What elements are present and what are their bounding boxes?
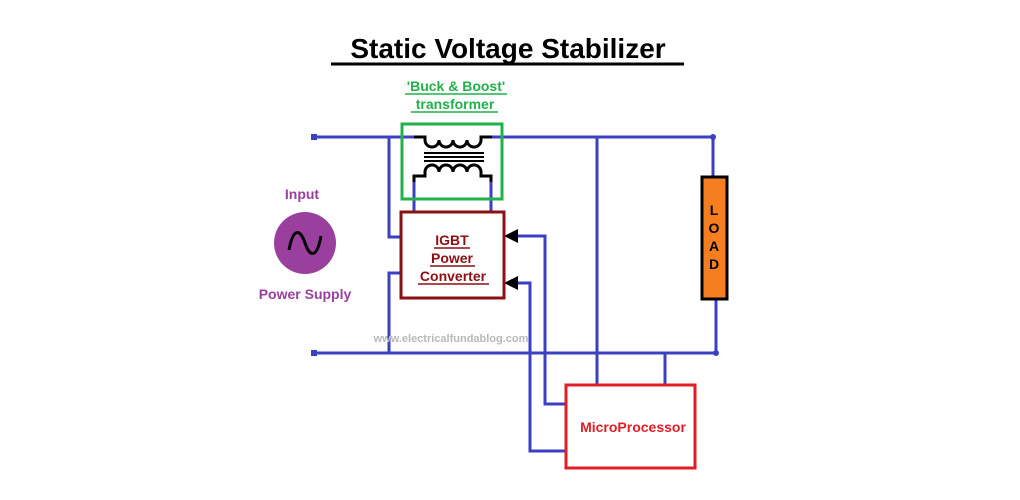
terminal-top-left bbox=[311, 134, 317, 140]
load-letter-l: L bbox=[710, 202, 719, 218]
transformer-label-line1: 'Buck & Boost' bbox=[407, 78, 505, 94]
load-letter-o: O bbox=[709, 220, 720, 236]
junction-top-right bbox=[710, 134, 716, 140]
power-supply-label: Power Supply bbox=[259, 286, 352, 302]
transformer-icon bbox=[412, 135, 493, 182]
terminal-bottom-left bbox=[311, 350, 317, 356]
input-label: Input bbox=[285, 186, 320, 202]
converter-label-line3: Converter bbox=[420, 268, 487, 284]
transformer-box bbox=[400, 122, 504, 201]
wire-top-to-converter bbox=[387, 137, 401, 239]
sine-wave-icon bbox=[287, 231, 323, 255]
primary-coil bbox=[414, 135, 492, 149]
transformer-label-line2: transformer bbox=[416, 96, 495, 112]
microprocessor-box bbox=[564, 383, 697, 470]
watermark: www.electricalfundablog.com bbox=[373, 333, 529, 345]
wire-top-right bbox=[492, 135, 715, 176]
load-letter-d: D bbox=[709, 256, 719, 272]
microprocessor-label: MicroProcessor bbox=[580, 419, 686, 435]
junction-bottom-right bbox=[713, 350, 719, 356]
secondary-coil bbox=[412, 163, 493, 182]
diagram-title: Static Voltage Stabilizer bbox=[350, 33, 665, 64]
wire-bottom-to-converter bbox=[387, 271, 401, 353]
converter-label-line2: Power bbox=[431, 250, 474, 266]
load-box bbox=[700, 175, 729, 301]
arrow-head-control-2 bbox=[504, 276, 518, 290]
load-letter-a: A bbox=[709, 238, 719, 254]
wire-control-1 bbox=[518, 234, 566, 406]
converter-label-line1: IGBT bbox=[435, 232, 469, 248]
wire-control-2 bbox=[518, 281, 566, 453]
wire-bottom bbox=[314, 300, 718, 355]
arrow-head-control-1 bbox=[504, 229, 518, 243]
